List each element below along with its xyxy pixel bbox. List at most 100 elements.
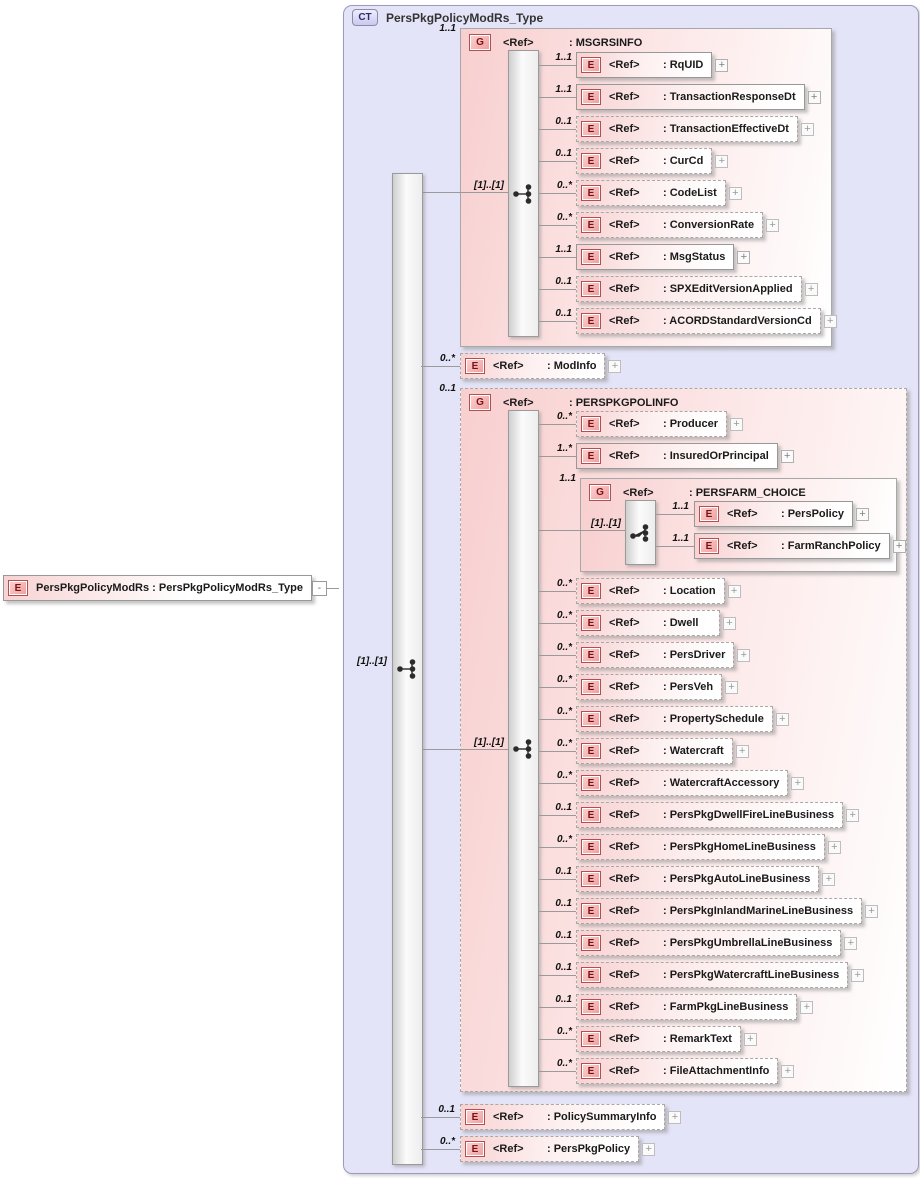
element-box-transactionresponsedt[interactable]: E<Ref>: TransactionResponseDt: [576, 84, 805, 110]
element-box-codelist[interactable]: E<Ref>: CodeList: [576, 180, 726, 206]
expand-button[interactable]: +: [743, 1032, 757, 1046]
cardinality-label: 0..1: [555, 276, 572, 287]
element-box-rquid[interactable]: E<Ref>: RqUID: [576, 52, 713, 78]
element-icon: E: [581, 89, 601, 105]
cardinality-label: 0..*: [556, 706, 572, 717]
expand-button[interactable]: +: [865, 904, 879, 918]
element-box-spxeditversionapplied[interactable]: E<Ref>: SPXEditVersionApplied: [576, 276, 802, 302]
expand-button[interactable]: +: [781, 1064, 795, 1078]
sequence-icon[interactable]: [513, 738, 535, 760]
sequence-icon[interactable]: [513, 183, 535, 205]
expand-button[interactable]: +: [715, 154, 729, 168]
element-box-msgstatus[interactable]: E<Ref>: MsgStatus: [576, 244, 735, 270]
root-element-row: E PersPkgPolicyModRs : PersPkgPolicyModR…: [3, 575, 339, 601]
expand-button[interactable]: +: [807, 90, 821, 104]
element-box-conversionrate[interactable]: E<Ref>: ConversionRate: [576, 212, 764, 238]
element-box-root[interactable]: E PersPkgPolicyModRs : PersPkgPolicyModR…: [3, 575, 312, 601]
expand-button[interactable]: +: [800, 122, 814, 136]
element-box-perspkgautolinebusiness[interactable]: E<Ref>: PersPkgAutoLineBusiness: [576, 866, 820, 892]
collapse-button[interactable]: -: [311, 580, 327, 596]
expand-button[interactable]: +: [723, 616, 736, 630]
element-row-perspkgpolicy: 0..*E<Ref>: PersPkgPolicy+: [421, 1136, 656, 1162]
sequence-icon[interactable]: [397, 658, 419, 680]
element-name: : PersVeh: [663, 681, 714, 693]
element-box-remarktext[interactable]: E<Ref>: RemarkText: [576, 1026, 741, 1052]
expand-button[interactable]: +: [727, 584, 741, 598]
element-row-remarktext: 0..*E<Ref>: RemarkText+: [538, 1026, 757, 1052]
element-box-farmranchpolicy[interactable]: E<Ref>: FarmRanchPolicy: [694, 533, 890, 559]
expand-button[interactable]: +: [775, 712, 789, 726]
expand-button[interactable]: +: [822, 872, 836, 886]
element-box-acordstandardversioncd[interactable]: E<Ref>: ACORDStandardVersionCd: [576, 308, 821, 334]
expand-button[interactable]: +: [851, 968, 865, 982]
element-name: : MsgStatus: [663, 251, 726, 263]
element-box-persveh[interactable]: E<Ref>: PersVeh: [576, 674, 723, 700]
element-box-perspkgwatercraftlinebusiness[interactable]: E<Ref>: PersPkgWatercraftLineBusiness: [576, 962, 849, 988]
expand-button[interactable]: +: [735, 744, 749, 758]
element-box-curcd[interactable]: E<Ref>: CurCd: [576, 148, 713, 174]
connector-line: [538, 622, 576, 624]
ref-label: <Ref>: [493, 1111, 524, 1123]
connector-line: [538, 654, 576, 656]
expand-button[interactable]: +: [823, 314, 837, 328]
element-icon: E: [8, 580, 28, 596]
expand-button[interactable]: +: [766, 218, 780, 232]
element-box-location[interactable]: E<Ref>: Location: [576, 578, 725, 604]
element-box-propertyschedule[interactable]: E<Ref>: PropertySchedule: [576, 706, 773, 732]
element-name: : FarmPkgLineBusiness: [663, 1001, 789, 1013]
ref-label: <Ref>: [609, 450, 640, 462]
ref-label: <Ref>: [609, 187, 640, 199]
element-box-persdriver[interactable]: E<Ref>: PersDriver: [576, 642, 735, 668]
expand-button[interactable]: +: [800, 1000, 814, 1014]
connector-line: [538, 256, 576, 258]
expand-button[interactable]: +: [715, 58, 729, 72]
element-box-dwell[interactable]: E<Ref>: Dwell: [576, 610, 720, 636]
expand-button[interactable]: +: [608, 359, 622, 373]
element-name: : PropertySchedule: [663, 713, 764, 725]
element-box-modinfo[interactable]: E<Ref>: ModInfo: [460, 353, 606, 379]
cardinality-label: 1..1: [672, 501, 689, 512]
element-box-perspolicy[interactable]: E<Ref>: PersPolicy: [694, 501, 853, 527]
element-icon: E: [581, 679, 601, 695]
expand-button[interactable]: +: [642, 1142, 656, 1156]
element-box-perspkghomelinebusiness[interactable]: E<Ref>: PersPkgHomeLineBusiness: [576, 834, 825, 860]
expand-button[interactable]: +: [892, 539, 906, 553]
sequence-bar-perspkgpolinfo: [508, 410, 539, 1087]
expand-button[interactable]: +: [846, 808, 860, 822]
expand-button[interactable]: +: [737, 250, 751, 264]
expand-button[interactable]: +: [855, 507, 869, 521]
expand-button[interactable]: +: [780, 449, 794, 463]
expand-button[interactable]: +: [728, 186, 742, 200]
connector-line: [538, 320, 576, 322]
element-box-producer[interactable]: E<Ref>: Producer: [576, 411, 728, 437]
element-box-perspkgdwellfirelinebusiness[interactable]: E<Ref>: PersPkgDwellFireLineBusiness: [576, 802, 844, 828]
element-box-perspkgumbrellalinebusiness[interactable]: E<Ref>: PersPkgUmbrellaLineBusiness: [576, 930, 842, 956]
expand-button[interactable]: +: [827, 840, 841, 854]
element-name: : ConversionRate: [663, 219, 755, 231]
expand-button[interactable]: +: [725, 680, 739, 694]
element-box-policysummaryinfo[interactable]: E<Ref>: PolicySummaryInfo: [460, 1104, 666, 1130]
expand-button[interactable]: +: [730, 417, 744, 431]
element-name: : PersPkgAutoLineBusiness: [663, 873, 811, 885]
element-box-watercraft[interactable]: E<Ref>: Watercraft: [576, 738, 733, 764]
expand-button[interactable]: +: [668, 1110, 682, 1124]
element-row-perspkghomelinebusiness: 0..*E<Ref>: PersPkgHomeLineBusiness+: [538, 834, 841, 860]
element-box-watercraftaccessory[interactable]: E<Ref>: WatercraftAccessory: [576, 770, 789, 796]
expand-button[interactable]: +: [804, 282, 818, 296]
choice-icon[interactable]: [630, 522, 652, 544]
element-box-perspkginlandmarinelinebusiness[interactable]: E<Ref>: PersPkgInlandMarineLineBusiness: [576, 898, 863, 924]
element-box-insuredorprincipal[interactable]: E<Ref>: InsuredOrPrincipal: [576, 443, 778, 469]
expand-button[interactable]: +: [844, 936, 858, 950]
element-box-transactioneffectivedt[interactable]: E<Ref>: TransactionEffectiveDt: [576, 116, 798, 142]
element-icon: E: [581, 1063, 601, 1079]
element-box-farmpkglinebusiness[interactable]: E<Ref>: FarmPkgLineBusiness: [576, 994, 798, 1020]
element-box-fileattachmentinfo[interactable]: E<Ref>: FileAttachmentInfo: [576, 1058, 779, 1084]
expand-button[interactable]: +: [791, 776, 805, 790]
expand-button[interactable]: +: [737, 648, 751, 662]
element-row-modinfo: 0..*E<Ref>: ModInfo+: [421, 353, 622, 379]
element-box-perspkgpolicy[interactable]: E<Ref>: PersPkgPolicy: [460, 1136, 640, 1162]
connector-line: [538, 878, 576, 880]
